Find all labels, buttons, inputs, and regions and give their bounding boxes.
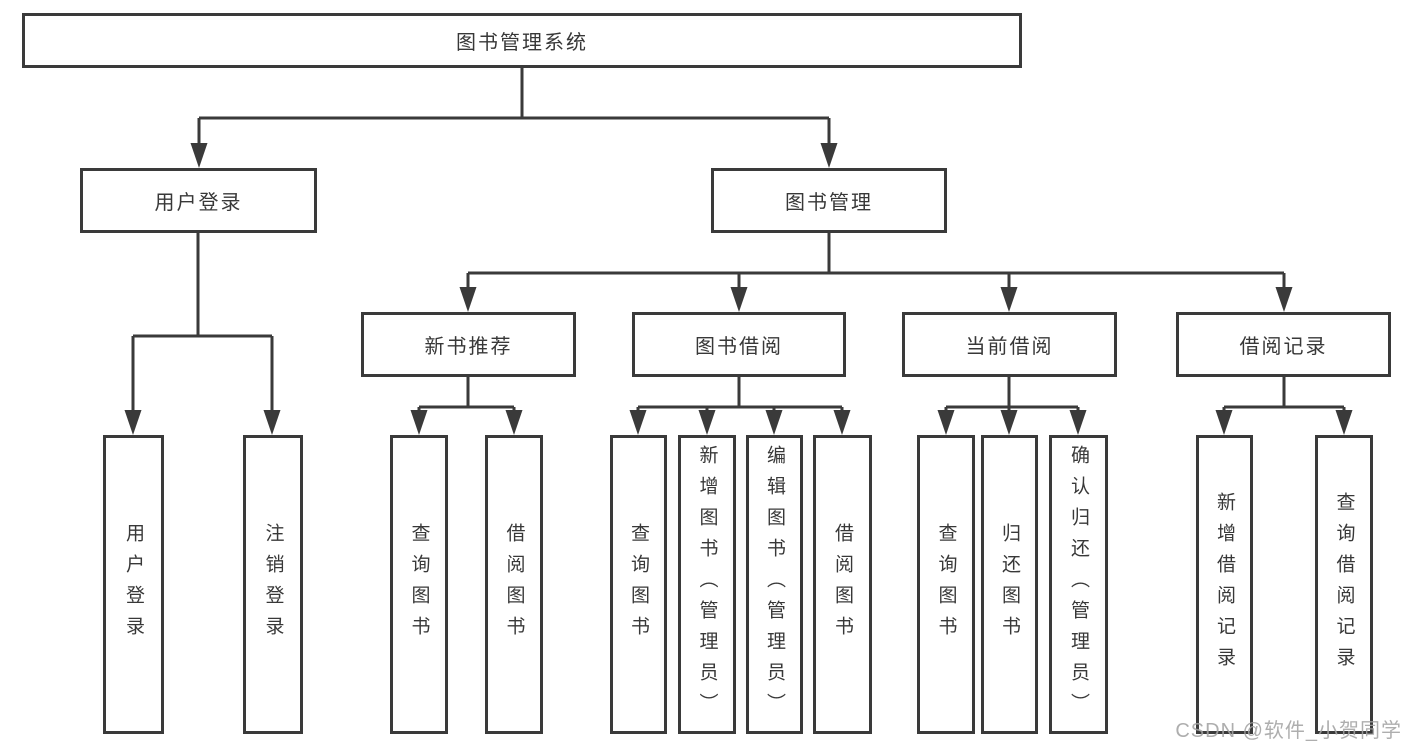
leaf-query-borrow-record-label: 查询借阅记录 <box>1333 491 1355 678</box>
connector-borrow-to-leaves <box>636 377 844 413</box>
node-user-login-label: 用户登录 <box>154 192 243 214</box>
csdn-watermark: CSDN @软件_小贺同学 <box>1175 720 1402 742</box>
connector-bookmgmt-to-level3 <box>466 233 1286 290</box>
node-user-login: 用户登录 <box>80 168 317 233</box>
node-book-borrow: 图书借阅 <box>632 312 846 377</box>
leaf-borrow-query-books-label: 查询图书 <box>628 522 649 647</box>
leaf-edit-book-admin-label: 编辑图书（管理员） <box>764 445 785 724</box>
leaf-edit-book-admin: 编辑图书（管理员） <box>746 435 803 734</box>
leaf-return-book-label: 归还图书 <box>999 522 1020 647</box>
leaf-confirm-return-admin-label: 确认归还（管理员） <box>1068 445 1089 724</box>
connector-root-to-level2 <box>197 68 831 146</box>
leaf-query-borrow-record: 查询借阅记录 <box>1315 435 1373 734</box>
node-new-book-recommend-label: 新书推荐 <box>424 336 513 358</box>
leaf-recommend-borrow-books-label: 借阅图书 <box>503 522 525 647</box>
leaf-recommend-query-books-label: 查询图书 <box>408 522 430 647</box>
leaf-borrow-query-books: 查询图书 <box>610 435 667 734</box>
connector-current-to-leaves <box>944 377 1080 413</box>
leaf-return-book: 归还图书 <box>981 435 1038 734</box>
connector-userlogin-to-leaves <box>131 233 274 413</box>
leaf-add-borrow-record: 新增借阅记录 <box>1196 435 1253 734</box>
leaf-add-borrow-record-label: 新增借阅记录 <box>1214 491 1235 678</box>
node-book-management-label: 图书管理 <box>785 192 873 214</box>
node-current-borrow-label: 当前借阅 <box>965 336 1054 358</box>
leaf-logout-label: 注销登录 <box>262 522 284 647</box>
leaf-add-book-admin: 新增图书（管理员） <box>678 435 736 734</box>
leaf-borrow-books: 借阅图书 <box>813 435 872 734</box>
leaf-borrow-books-label: 借阅图书 <box>832 522 853 647</box>
node-new-book-recommend: 新书推荐 <box>361 312 576 377</box>
connector-recommend-to-leaves <box>417 377 516 413</box>
node-library-system: 图书管理系统 <box>22 13 1022 68</box>
node-current-borrow: 当前借阅 <box>902 312 1117 377</box>
node-borrow-records: 借阅记录 <box>1176 312 1391 377</box>
connector-records-to-leaves <box>1222 377 1346 413</box>
leaf-user-login-label: 用户登录 <box>123 522 144 647</box>
arrowheads <box>124 143 1353 435</box>
leaf-current-query-books: 查询图书 <box>917 435 975 734</box>
leaf-recommend-query-books: 查询图书 <box>390 435 448 734</box>
leaf-recommend-borrow-books: 借阅图书 <box>485 435 543 734</box>
leaf-logout: 注销登录 <box>243 435 303 734</box>
node-library-system-label: 图书管理系统 <box>456 32 588 54</box>
node-book-management: 图书管理 <box>711 168 947 233</box>
node-book-borrow-label: 图书借阅 <box>695 336 783 358</box>
leaf-current-query-books-label: 查询图书 <box>935 522 957 647</box>
node-borrow-records-label: 借阅记录 <box>1239 336 1328 358</box>
leaf-user-login: 用户登录 <box>103 435 164 734</box>
leaf-add-book-admin-label: 新增图书（管理员） <box>696 445 718 724</box>
leaf-confirm-return-admin: 确认归还（管理员） <box>1049 435 1108 734</box>
